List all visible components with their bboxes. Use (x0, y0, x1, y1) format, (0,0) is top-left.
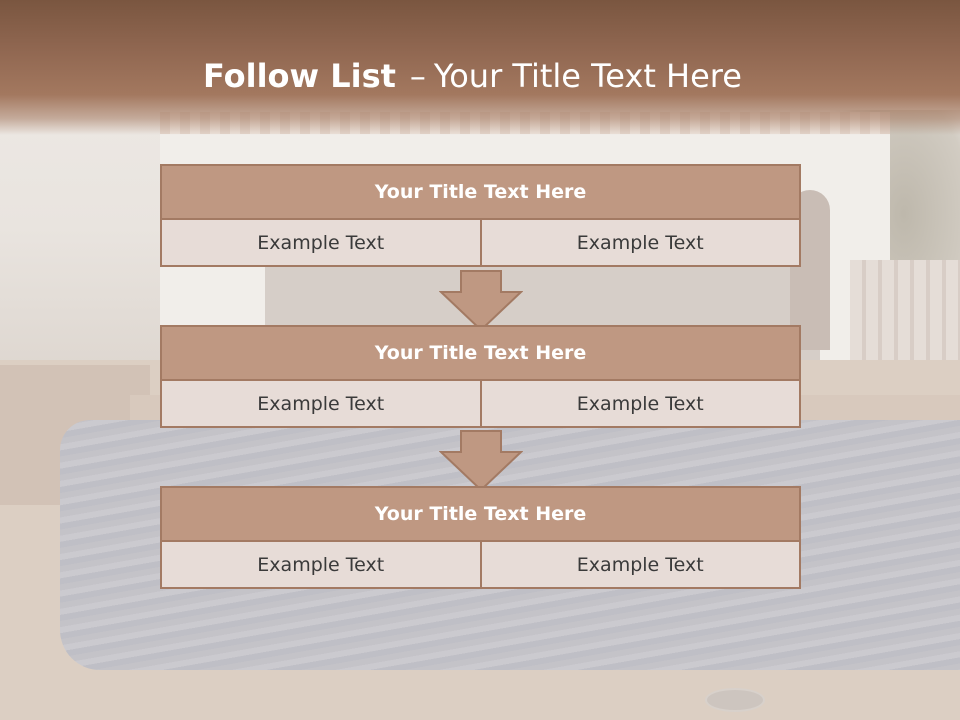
block-title: Your Title Text Here (374, 342, 587, 364)
background-drain (705, 688, 765, 712)
down-arrow-icon (439, 430, 523, 492)
down-arrow-icon (439, 270, 523, 332)
block-title-box: Your Title Text Here (160, 164, 801, 220)
block-text-row: Example Text Example Text (160, 218, 801, 267)
follow-block-2: Your Title Text Here Example Text Exampl… (160, 325, 801, 428)
slide-title: Follow List–Your Title Text Here (0, 56, 945, 96)
block-left-cell: Example Text (160, 218, 482, 267)
title-banner (0, 0, 960, 135)
title-dash: – (409, 57, 426, 95)
block-title-box: Your Title Text Here (160, 486, 801, 542)
block-right-cell: Example Text (479, 540, 801, 589)
block-title: Your Title Text Here (374, 503, 587, 525)
block-right-cell: Example Text (479, 379, 801, 428)
block-title: Your Title Text Here (374, 181, 587, 203)
block-text-row: Example Text Example Text (160, 540, 801, 589)
follow-block-1: Your Title Text Here Example Text Exampl… (160, 164, 801, 267)
block-left-cell: Example Text (160, 540, 482, 589)
block-title-box: Your Title Text Here (160, 325, 801, 381)
background-railing (850, 260, 960, 370)
title-strong: Follow List (203, 57, 396, 95)
block-text-row: Example Text Example Text (160, 379, 801, 428)
block-left-cell: Example Text (160, 379, 482, 428)
title-rest: Your Title Text Here (433, 57, 742, 95)
follow-block-3: Your Title Text Here Example Text Exampl… (160, 486, 801, 589)
block-right-cell: Example Text (479, 218, 801, 267)
